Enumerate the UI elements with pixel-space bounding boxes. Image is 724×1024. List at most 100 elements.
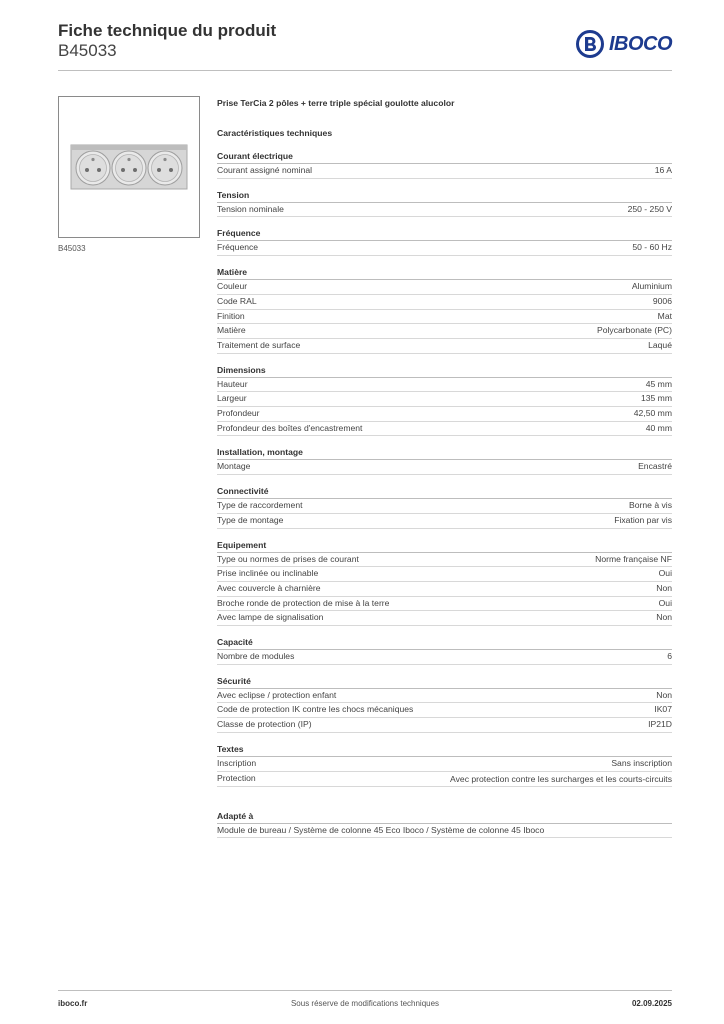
spec-label: Code de protection IK contre les chocs m… <box>217 704 414 715</box>
spec-value: 250 - 250 V <box>627 203 672 214</box>
spec-label: Broche ronde de protection de mise à la … <box>217 597 390 608</box>
spec-value: IK07 <box>654 704 672 715</box>
spec-label: Protection <box>217 772 256 783</box>
spec-label: Prise inclinée ou inclinable <box>217 568 319 579</box>
socket-2 <box>111 150 147 186</box>
spec-row: Largeur 135 mm <box>217 392 672 408</box>
product-image <box>58 96 200 238</box>
socket-1 <box>75 150 111 186</box>
spec-label: Type de montage <box>217 514 284 525</box>
spec-value: Mat <box>657 310 672 321</box>
spec-value: IP21D <box>648 719 672 730</box>
spec-value: 135 mm <box>640 393 672 404</box>
spec-row: Fréquence 50 - 60 Hz <box>217 241 672 257</box>
spec-row: Avec couvercle à charnière Non <box>217 582 672 597</box>
spec-label: Type ou normes de prises de courant <box>217 553 359 564</box>
spec-label: Largeur <box>217 393 247 404</box>
spec-label: Nombre de modules <box>217 651 295 662</box>
document-header: Fiche technique du produit B45033 IBOCO <box>58 20 673 71</box>
spec-value: Laqué <box>648 339 672 350</box>
spec-row: Avec eclipse / protection enfant Non <box>217 689 672 704</box>
spec-label: Profondeur <box>217 408 260 419</box>
spec-group-title: Sécurité <box>217 674 672 689</box>
spec-value: 42,50 mm <box>633 408 672 419</box>
spec-label: Traitement de surface <box>217 339 301 350</box>
spec-label: Profondeur des boîtes d'encastrement <box>217 422 363 433</box>
spec-value: Encastré <box>638 461 672 472</box>
spec-label: Hauteur <box>217 378 248 389</box>
spec-value: Oui <box>658 568 672 579</box>
footer-disclaimer: Sous réserve de modifications techniques <box>290 999 440 1008</box>
brand-logo: IBOCO <box>575 29 673 59</box>
adapte-text: Module de bureau / Système de colonne 45… <box>217 824 672 839</box>
spec-group-title: Fréquence <box>217 226 672 242</box>
spec-value: Oui <box>658 597 672 608</box>
spec-value: Non <box>656 582 672 593</box>
adapte-section: Adapté à Module de bureau / Système de c… <box>217 809 672 839</box>
spec-label: Type de raccordement <box>217 500 303 511</box>
spec-label: Fréquence <box>217 242 259 253</box>
spec-group-title: Matière <box>217 265 672 281</box>
product-name: Prise TerCia 2 pôles + terre triple spéc… <box>217 98 455 108</box>
spec-value: 50 - 60 Hz <box>632 242 672 253</box>
spec-value: Aluminium <box>631 281 672 292</box>
spec-group-title: Connectivité <box>217 484 672 500</box>
spec-row: Courant assigné nominal 16 A <box>217 164 672 179</box>
spec-row: Hauteur 45 mm <box>217 378 672 393</box>
spec-group-title: Installation, montage <box>217 445 672 461</box>
section-heading: Caractéristiques techniques <box>217 128 333 138</box>
spec-label: Finition <box>217 310 245 321</box>
spec-row: Profondeur 42,50 mm <box>217 407 672 422</box>
spec-value: 45 mm <box>645 378 672 389</box>
adapte-title: Adapté à <box>217 809 672 824</box>
triple-socket-icon <box>70 144 188 190</box>
spec-row: Avec lampe de signalisation Non <box>217 611 672 627</box>
spec-value: 16 A <box>654 165 672 175</box>
spec-label: Avec eclipse / protection enfant <box>217 689 337 700</box>
spec-label: Courant assigné nominal <box>217 165 313 175</box>
spec-sheet: Prise TerCia 2 pôles + terre triple spéc… <box>217 96 672 839</box>
spec-label: Montage <box>217 461 251 472</box>
spec-value: Sans inscription <box>611 757 672 768</box>
spec-label: Code RAL <box>217 295 257 306</box>
spec-value: Polycarbonate (PC) <box>597 325 672 336</box>
spec-group-title: Courant électrique <box>217 149 672 164</box>
spec-label: Avec lampe de signalisation <box>217 612 324 623</box>
spec-row: Type de montage Fixation par vis <box>217 514 672 529</box>
footer-website[interactable]: iboco.fr <box>58 999 88 1008</box>
iboco-logo-icon <box>575 30 604 58</box>
spec-group-title: Textes <box>217 742 672 757</box>
spec-row: Matière Polycarbonate (PC) <box>217 324 672 339</box>
spec-label: Tension nominale <box>217 203 284 214</box>
spec-row: Broche ronde de protection de mise à la … <box>217 597 672 612</box>
spec-value: Fixation par vis <box>614 514 672 525</box>
spec-group-title: Dimensions <box>217 363 672 378</box>
spec-value: 40 mm <box>645 422 672 433</box>
spec-row: Profondeur des boîtes d'encastrement 40 m… <box>217 422 672 437</box>
spec-value: Non <box>656 612 672 623</box>
document-footer: iboco.fr Sous réserve de modifications t… <box>58 990 672 1008</box>
spec-value: Non <box>656 689 672 700</box>
image-caption: B45033 <box>58 244 86 253</box>
spec-value: 9006 <box>652 295 672 306</box>
spec-group-title: Capacité <box>217 635 672 651</box>
spec-label: Avec couvercle à charnière <box>217 582 321 593</box>
brand-name: IBOCO <box>608 32 673 55</box>
spec-label: Matière <box>217 325 246 336</box>
spec-row: Code de protection IK contre les chocs m… <box>217 703 672 719</box>
